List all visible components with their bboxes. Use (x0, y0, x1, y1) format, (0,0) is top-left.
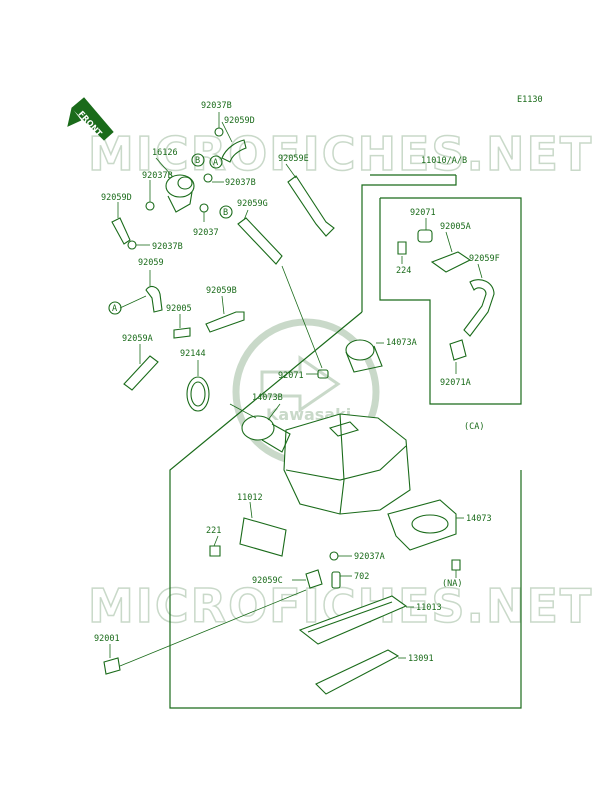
label-11013: 11013 (416, 603, 442, 613)
label-92037B-lower: 92037B (152, 242, 183, 252)
part-cover-11012 (239, 517, 287, 557)
label-ca-note: (CA) (464, 422, 484, 432)
part-screw-NA (451, 559, 461, 571)
part-clamp-92144 (186, 376, 210, 412)
part-16126-valve (165, 174, 195, 213)
part-hose-92059E (287, 175, 335, 237)
label-14073: 14073 (466, 514, 492, 524)
part-filter-11013 (298, 595, 408, 645)
label-11010: 11010/A/B (421, 156, 467, 166)
part-224-bolt (397, 241, 407, 255)
label-92059D-left: 92059D (101, 193, 132, 203)
label-92059C: 92059C (252, 576, 283, 586)
label-702: 702 (354, 572, 369, 582)
svg-text:A: A (112, 304, 117, 314)
leader-lines (109, 112, 483, 667)
part-screw-221 (209, 545, 221, 557)
watermark-top: MICROFICHES.NET (88, 127, 593, 181)
part-clamp-92037B-mid (203, 173, 213, 183)
label-na-note: (NA) (442, 579, 462, 589)
label-92144: 92144 (180, 349, 206, 359)
part-fitting-92005 (173, 327, 191, 339)
part-labels: 92037B 92059D 16126 92059E 11010/A/B 920… (94, 101, 500, 664)
label-92071-top: 92071 (410, 208, 436, 218)
part-92059C (305, 569, 323, 589)
label-92037: 92037 (193, 228, 219, 238)
callout-A-lower: A (108, 301, 122, 315)
part-hose-92059D-left (111, 217, 131, 245)
diagram-code: E1130 (517, 95, 543, 105)
part-clamp-92037 (199, 203, 209, 213)
label-92059: 92059 (138, 258, 164, 268)
part-hose-92059D-top (221, 139, 247, 163)
part-duct-14073 (387, 499, 457, 551)
part-clamp-92037A (329, 551, 339, 561)
part-hose-92059A (123, 355, 159, 391)
label-92005A: 92005A (440, 222, 471, 232)
assembly-frame (169, 174, 522, 709)
label-13091: 13091 (408, 654, 434, 664)
callout-B-top: B (191, 153, 205, 167)
svg-text:B: B (195, 156, 200, 166)
label-92059A: 92059A (122, 334, 153, 344)
part-hose-92059B (205, 311, 245, 333)
part-702 (331, 571, 341, 589)
part-hose-92059 (145, 285, 163, 313)
label-92037B-mid: 92037B (225, 178, 256, 188)
part-duct-14073B (241, 415, 291, 453)
label-92059F: 92059F (469, 254, 500, 264)
label-92059E: 92059E (278, 154, 309, 164)
part-hose-92059F (463, 279, 495, 337)
part-duct-14073A (345, 339, 383, 373)
label-92005: 92005 (166, 304, 192, 314)
part-hose-92059G (237, 217, 283, 265)
label-92001: 92001 (94, 634, 120, 644)
part-clamp-92037B-left (145, 201, 155, 211)
part-92071-top (417, 229, 433, 243)
part-air-box-11010 (283, 413, 411, 515)
label-14073A: 14073A (386, 338, 417, 348)
label-92059D-top: 92059D (224, 116, 255, 126)
part-92005A-valve (430, 251, 472, 273)
label-221: 221 (206, 526, 221, 536)
svg-text:B: B (223, 208, 228, 218)
part-element-13091 (315, 649, 400, 695)
label-92037B-top: 92037B (201, 101, 232, 111)
callout-B-lower: B (219, 205, 233, 219)
part-bolt-92001 (103, 657, 121, 675)
label-92037A: 92037A (354, 552, 385, 562)
label-14073B: 14073B (252, 393, 283, 403)
label-92059G: 92059G (237, 199, 268, 209)
label-11012: 11012 (237, 493, 263, 503)
label-92037B-left: 92037B (142, 171, 173, 181)
callout-A-top: A (209, 155, 223, 169)
label-92059B: 92059B (206, 286, 237, 296)
label-16126: 16126 (152, 148, 178, 158)
part-clamp-92037B-lower (127, 240, 137, 250)
label-92071-mid: 92071 (278, 371, 304, 381)
svg-text:A: A (213, 158, 218, 168)
label-92071A: 92071A (440, 378, 471, 388)
label-224: 224 (396, 266, 411, 276)
part-92071A (449, 339, 467, 361)
